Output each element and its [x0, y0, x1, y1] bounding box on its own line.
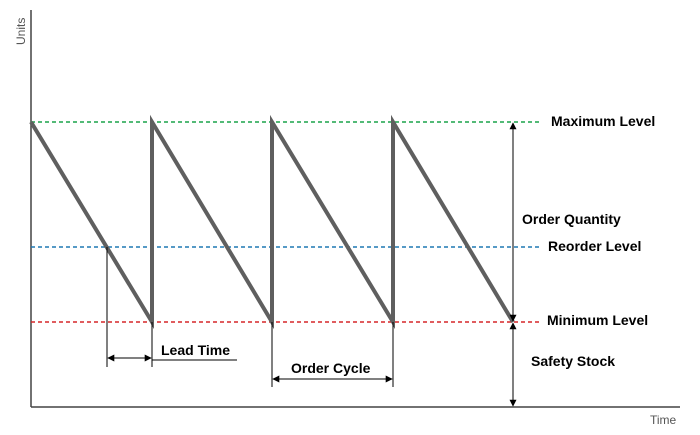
- minimum-level-label: Minimum Level: [547, 312, 648, 328]
- y-axis-label: Units: [14, 18, 28, 45]
- maximum-level-label: Maximum Level: [551, 113, 655, 129]
- lead-time-label: Lead Time: [161, 342, 230, 358]
- safety-stock-label: Safety Stock: [531, 353, 615, 369]
- reorder-level-label: Reorder Level: [548, 238, 641, 254]
- order-cycle-label: Order Cycle: [291, 360, 371, 376]
- order-quantity-label: Order Quantity: [522, 211, 621, 227]
- stock-sawtooth-line: [29, 114, 515, 330]
- x-axis-label: Time: [650, 413, 677, 427]
